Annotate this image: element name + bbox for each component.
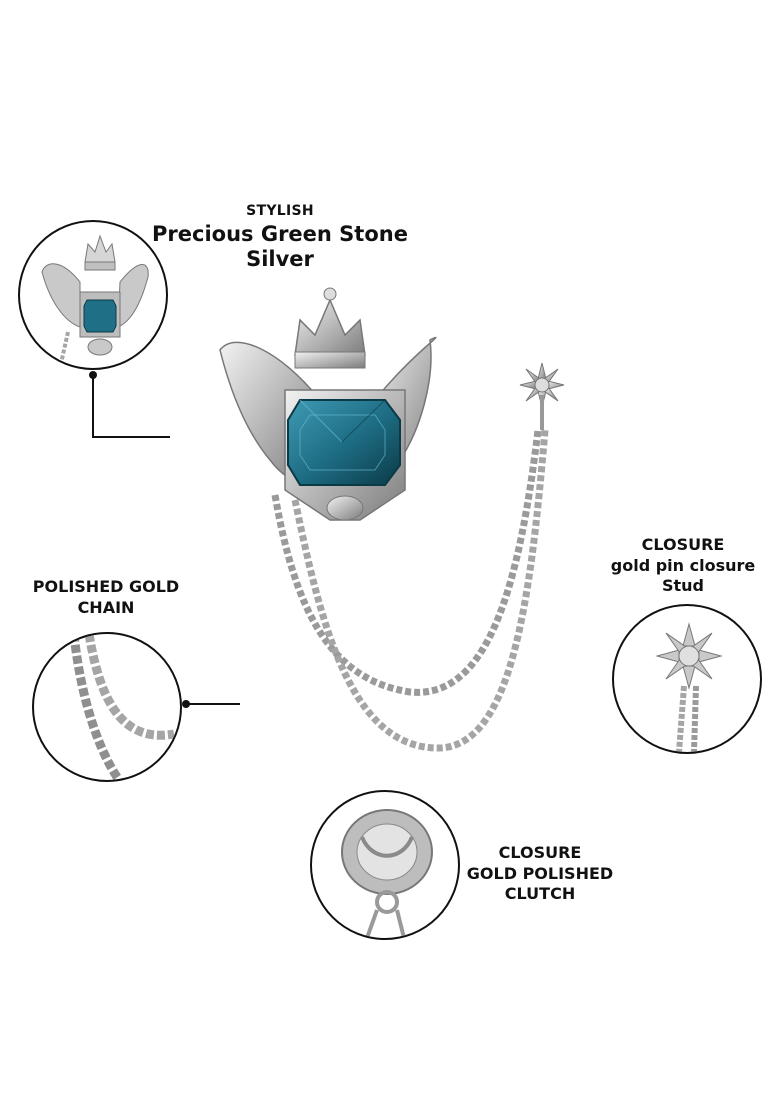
- chain-detail-image: [69, 634, 175, 780]
- stylish-line2: Precious Green Stone: [152, 222, 408, 247]
- chain-label: POLISHED GOLD CHAIN: [18, 578, 194, 616]
- closure-clutch-line3: CLUTCH: [504, 884, 576, 904]
- closure-stud-label: CLOSURE gold pin closure Stud: [598, 536, 768, 595]
- detail-circle-stud: [612, 604, 762, 754]
- stylish-line3: Silver: [246, 247, 314, 272]
- connector-line-top: [92, 375, 170, 438]
- chain-line1: POLISHED GOLD: [32, 577, 180, 596]
- closure-clutch-line1: CLOSURE: [498, 843, 582, 862]
- closure-clutch-label: CLOSURE GOLD POLISHED CLUTCH: [460, 844, 620, 903]
- chain-outer: [271, 429, 542, 696]
- closure-stud-line3: Stud: [661, 576, 704, 596]
- clutch-detail-image: [341, 809, 433, 938]
- closure-stud-line2: gold pin closure: [610, 555, 756, 575]
- stylish-label: STYLISH Precious Green Stone Silver: [140, 203, 420, 272]
- crest-detail-image: [41, 234, 149, 368]
- detail-circle-chain: [32, 632, 182, 782]
- detail-circle-clutch: [310, 790, 460, 940]
- green-stone: [287, 399, 401, 486]
- brooch-image: [219, 287, 565, 752]
- closure-clutch-line2: GOLD POLISHED: [466, 863, 614, 883]
- stud-flower: [519, 362, 565, 430]
- chain-inner: [291, 429, 549, 752]
- detail-circle-crest: [18, 220, 168, 370]
- bottom-ornament: [326, 495, 364, 521]
- closure-stud-line1: CLOSURE: [641, 535, 725, 554]
- stud-detail-image: [655, 622, 723, 752]
- stylish-line1: STYLISH: [246, 203, 314, 219]
- chain-line2: CHAIN: [77, 597, 135, 617]
- crown: [294, 287, 366, 369]
